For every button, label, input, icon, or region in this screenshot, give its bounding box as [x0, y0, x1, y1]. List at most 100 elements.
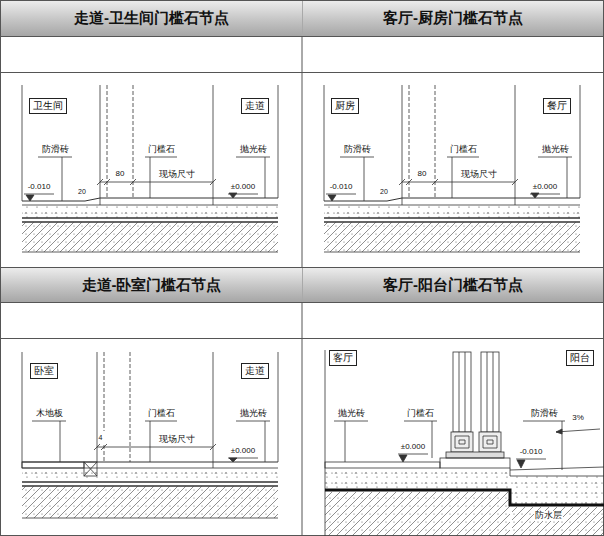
leader-line [404, 421, 437, 458]
room-tag: 厨房 [331, 98, 359, 115]
sill-track [446, 452, 504, 458]
leader-line [236, 157, 270, 198]
dimension-value: 80 [417, 170, 428, 179]
room-tag: 卧室 [30, 363, 58, 380]
slab-line [22, 518, 278, 519]
material-label: 防滑砖 [41, 145, 70, 155]
node-text: 餐厅 [547, 100, 567, 113]
node-text: 卫生间 [33, 100, 63, 113]
door-leaf [130, 352, 131, 462]
threshold-stone [440, 458, 510, 468]
material-label: 木地板 [35, 409, 64, 419]
door-jamb [213, 352, 214, 462]
table-rule [0, 338, 604, 339]
door-leaf [133, 85, 134, 198]
header-band: 走道-卧室门槛石节点 [1, 268, 302, 302]
level-mark [26, 195, 34, 201]
glass-pane [459, 352, 465, 432]
screed [22, 468, 278, 482]
floor-surface [22, 198, 278, 201]
polished-tile [325, 462, 440, 468]
dimension-value: 20 [77, 188, 87, 196]
threshold-section [325, 350, 604, 536]
level-value: -0.010 [329, 183, 354, 192]
slab-line [22, 481, 278, 483]
room-tag: 走道 [241, 363, 269, 380]
room-tag: 阳台 [566, 350, 594, 367]
material-label: 抛光砖 [239, 409, 268, 419]
glass-pane [487, 352, 493, 432]
leader-line [523, 421, 565, 470]
frame-line [278, 352, 279, 462]
slab [512, 507, 604, 536]
door-frame [453, 352, 471, 432]
level-value: ±0.000 [532, 183, 558, 192]
screed [325, 468, 510, 490]
material-label: 防滑砖 [343, 145, 372, 155]
slab-line [22, 252, 278, 253]
level-mark [399, 455, 407, 462]
slope-arrow [556, 429, 600, 432]
node-text: 厨房 [335, 100, 355, 113]
balcony-tile [510, 467, 604, 476]
threshold-section [22, 352, 278, 518]
door-profile [483, 436, 497, 448]
node-text: 卧室 [34, 365, 54, 378]
level-line [24, 194, 54, 195]
door-frame [481, 352, 499, 432]
level-mark [229, 193, 237, 198]
door-jamb [100, 85, 101, 198]
level-value: ±0.000 [230, 183, 256, 192]
material-label: 门槛石 [406, 409, 435, 419]
dimension-value: 现场尺寸 [460, 170, 498, 180]
wood-floor [22, 462, 84, 468]
frame-line [22, 85, 23, 201]
room-tag: 卫生间 [29, 98, 67, 115]
material-label: 抛光砖 [239, 145, 268, 155]
material-label: 门槛石 [147, 409, 176, 419]
node-text: 阳台 [570, 352, 590, 365]
threshold-stone [213, 462, 214, 468]
material-label: 防滑砖 [530, 409, 559, 419]
screed [22, 205, 278, 218]
threshold-section [324, 85, 580, 252]
dimension-line [94, 444, 216, 450]
frame-line [278, 85, 279, 198]
room-tag: 客厅 [329, 350, 357, 367]
table-rule [0, 302, 604, 303]
slab-line [22, 217, 278, 219]
level-value: -0.010 [519, 448, 544, 457]
table-rule [0, 72, 604, 73]
door-leaf [107, 85, 108, 198]
dimension-value: 80 [115, 170, 126, 179]
room-tag: 走道 [241, 98, 269, 115]
level-line [398, 454, 428, 455]
material-label: 门槛石 [147, 145, 176, 155]
node-text: 客厅 [333, 352, 353, 365]
level-value: -0.010 [27, 183, 52, 192]
level-value: ±0.000 [400, 443, 426, 452]
threshold-section [22, 85, 278, 252]
door-profile [455, 436, 469, 448]
header-band: 客厅-厨房门槛石节点 [303, 1, 603, 36]
slab [325, 492, 510, 536]
door-jamb [213, 85, 214, 198]
node-text: 走道-卫生间门槛石节点 [74, 9, 229, 28]
leader-line [32, 421, 66, 462]
waterproof-layer [325, 490, 604, 505]
slope-value: 3% [571, 414, 585, 423]
level-mark [229, 458, 237, 462]
door-profile [479, 432, 501, 452]
node-text: 客厅-阳台门槛石节点 [383, 276, 523, 295]
level-line [516, 459, 546, 460]
level-value: ±0.000 [230, 447, 256, 456]
material-label: 抛光砖 [541, 145, 570, 155]
slope-arrow [556, 429, 562, 434]
dimension-value: 现场尺寸 [158, 435, 196, 445]
slab [22, 222, 278, 252]
node-text: 走道-卧室门槛石节点 [82, 276, 222, 295]
door-leaf [104, 352, 105, 431]
table-rule [0, 36, 604, 37]
material-label: 抛光砖 [337, 409, 366, 419]
